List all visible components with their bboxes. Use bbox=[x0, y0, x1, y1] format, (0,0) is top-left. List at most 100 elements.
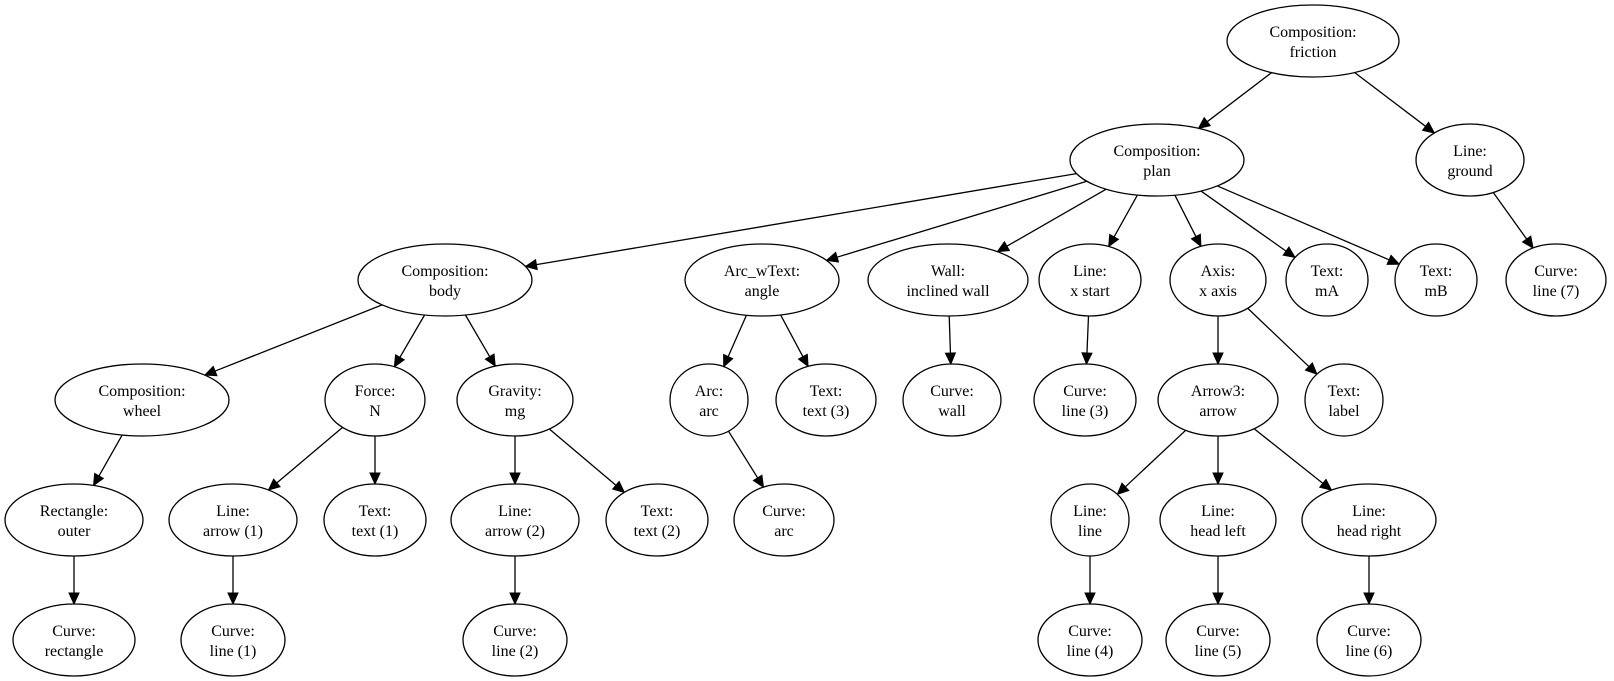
edge-line bbox=[1200, 190, 1287, 252]
edge-line bbox=[464, 314, 491, 357]
node-type-label: Gravity: bbox=[488, 383, 541, 400]
node-type-label: Composition: bbox=[1269, 24, 1356, 41]
edge-plan-to-body bbox=[524, 172, 1077, 271]
edge-plan-to-ma bbox=[1200, 190, 1297, 259]
edge-plan-to-inclined-wall bbox=[996, 188, 1107, 253]
node-name-label: x axis bbox=[1199, 283, 1237, 300]
node-name-label: head left bbox=[1190, 523, 1246, 540]
arrowhead-icon bbox=[1421, 121, 1436, 134]
arrowhead-icon bbox=[1212, 592, 1224, 606]
node-text2: Text:text (2) bbox=[605, 483, 709, 557]
node-arrow1: Line:arrow (1) bbox=[168, 483, 298, 557]
node-name-label: text (3) bbox=[803, 403, 850, 420]
node-ellipse bbox=[1301, 483, 1437, 557]
node-x-axis: Axis:x axis bbox=[1169, 243, 1267, 317]
arrowhead-icon bbox=[1116, 482, 1130, 496]
node-ellipse bbox=[1159, 483, 1277, 557]
node-ellipse bbox=[1157, 363, 1279, 437]
node-type-label: Composition: bbox=[1113, 143, 1200, 160]
arrowhead-icon bbox=[1212, 472, 1224, 486]
arrowhead-icon bbox=[1084, 592, 1096, 606]
node-ellipse bbox=[1165, 603, 1271, 677]
edge-mg-to-arrow2 bbox=[509, 436, 521, 486]
edge-line-to-line4 bbox=[1084, 556, 1096, 606]
edge-line bbox=[214, 304, 383, 372]
edge-line bbox=[836, 180, 1088, 258]
node-name-label: line (5) bbox=[1195, 643, 1242, 660]
edge-line bbox=[548, 428, 617, 486]
edge-arrow-to-line bbox=[1116, 429, 1187, 496]
edge-angle-to-text3 bbox=[780, 314, 809, 368]
arrowhead-icon bbox=[227, 592, 239, 606]
arrowhead-icon bbox=[68, 592, 80, 606]
arrowhead-icon bbox=[524, 258, 538, 271]
edge-line bbox=[1206, 72, 1273, 123]
node-name-label: plan bbox=[1143, 163, 1171, 180]
edge-line bbox=[948, 315, 952, 354]
node-rectangle: Curve:rectangle bbox=[12, 603, 136, 677]
node-name-label: arrow (1) bbox=[203, 523, 263, 540]
node-name-label: line (6) bbox=[1346, 643, 1393, 660]
node-label: Text: label bbox=[1304, 363, 1384, 437]
node-wall: Curve:wall bbox=[902, 363, 1002, 437]
node-type-label: Line: bbox=[1453, 143, 1487, 160]
node-name-label: arrow (2) bbox=[485, 523, 545, 540]
node-x-start: Line:x start bbox=[1038, 243, 1142, 317]
arrowhead-icon bbox=[484, 353, 496, 368]
node-ellipse bbox=[733, 483, 835, 557]
edge-wheel-to-outer bbox=[92, 434, 123, 487]
node-ma: Text:mA bbox=[1285, 243, 1369, 317]
node-type-label: Line: bbox=[1073, 503, 1107, 520]
edge-plan-to-x-start bbox=[1108, 194, 1138, 248]
node-mb: Text: mB bbox=[1394, 243, 1478, 317]
edge-line bbox=[1006, 188, 1107, 247]
arrowhead-icon bbox=[611, 480, 626, 494]
node-name-label: mB bbox=[1424, 283, 1447, 300]
node-type-label: Curve: bbox=[52, 623, 96, 640]
node-name-label: wall bbox=[938, 403, 966, 420]
edge-head-left-to-line5 bbox=[1212, 556, 1224, 606]
node-name-label: mg bbox=[505, 403, 525, 420]
node-ellipse bbox=[12, 603, 136, 677]
edge-arc-to-curve-arc bbox=[727, 430, 765, 489]
edge-x-axis-to-label bbox=[1247, 307, 1318, 375]
node-type-label: Wall: bbox=[931, 263, 965, 280]
edge-line bbox=[399, 314, 426, 358]
node-body: Composition:body bbox=[357, 243, 533, 317]
node-outer: Rectangle:outer bbox=[4, 483, 144, 557]
node-ellipse bbox=[357, 243, 533, 317]
node-name-label: arrow bbox=[1199, 403, 1237, 420]
node-name-label: wheel bbox=[123, 403, 162, 420]
edge-line bbox=[1354, 71, 1426, 127]
arrowhead-icon bbox=[369, 472, 381, 486]
node-name-label: head right bbox=[1337, 523, 1402, 540]
node-ellipse bbox=[1169, 243, 1267, 317]
node-name-label: line bbox=[1078, 523, 1102, 540]
edge-line bbox=[1247, 307, 1310, 368]
node-type-label: Curve: bbox=[1196, 623, 1240, 640]
arrowhead-icon bbox=[1521, 235, 1534, 249]
node-name-label: label bbox=[1328, 403, 1360, 420]
node-name-label: line (2) bbox=[492, 643, 539, 660]
node-ground: Line:ground bbox=[1415, 123, 1525, 197]
node-ellipse bbox=[1415, 123, 1525, 197]
edge-mg-to-text2 bbox=[548, 428, 626, 494]
node-ellipse bbox=[684, 243, 840, 317]
node-ellipse bbox=[605, 483, 709, 557]
node-name-label: arc bbox=[774, 523, 794, 540]
node-name-label: line (1) bbox=[210, 643, 257, 660]
node-type-label: Text: bbox=[1420, 263, 1453, 280]
node-type-label: Text: bbox=[1328, 383, 1361, 400]
arrowhead-icon bbox=[797, 353, 809, 368]
arrowhead-icon bbox=[752, 474, 765, 489]
node-type-label: Curve: bbox=[1068, 623, 1112, 640]
node-type-label: Arc_wText: bbox=[724, 263, 800, 280]
edge-head-right-to-line6 bbox=[1363, 556, 1375, 606]
node-type-label: Curve: bbox=[493, 623, 537, 640]
node-type-label: Curve: bbox=[1347, 623, 1391, 640]
arrowhead-icon bbox=[1190, 233, 1202, 248]
edge-x-axis-to-arrow bbox=[1212, 316, 1224, 366]
node-ellipse bbox=[4, 483, 144, 557]
edge-arrow-to-head-left bbox=[1212, 436, 1224, 486]
node-type-label: Text: bbox=[359, 503, 392, 520]
